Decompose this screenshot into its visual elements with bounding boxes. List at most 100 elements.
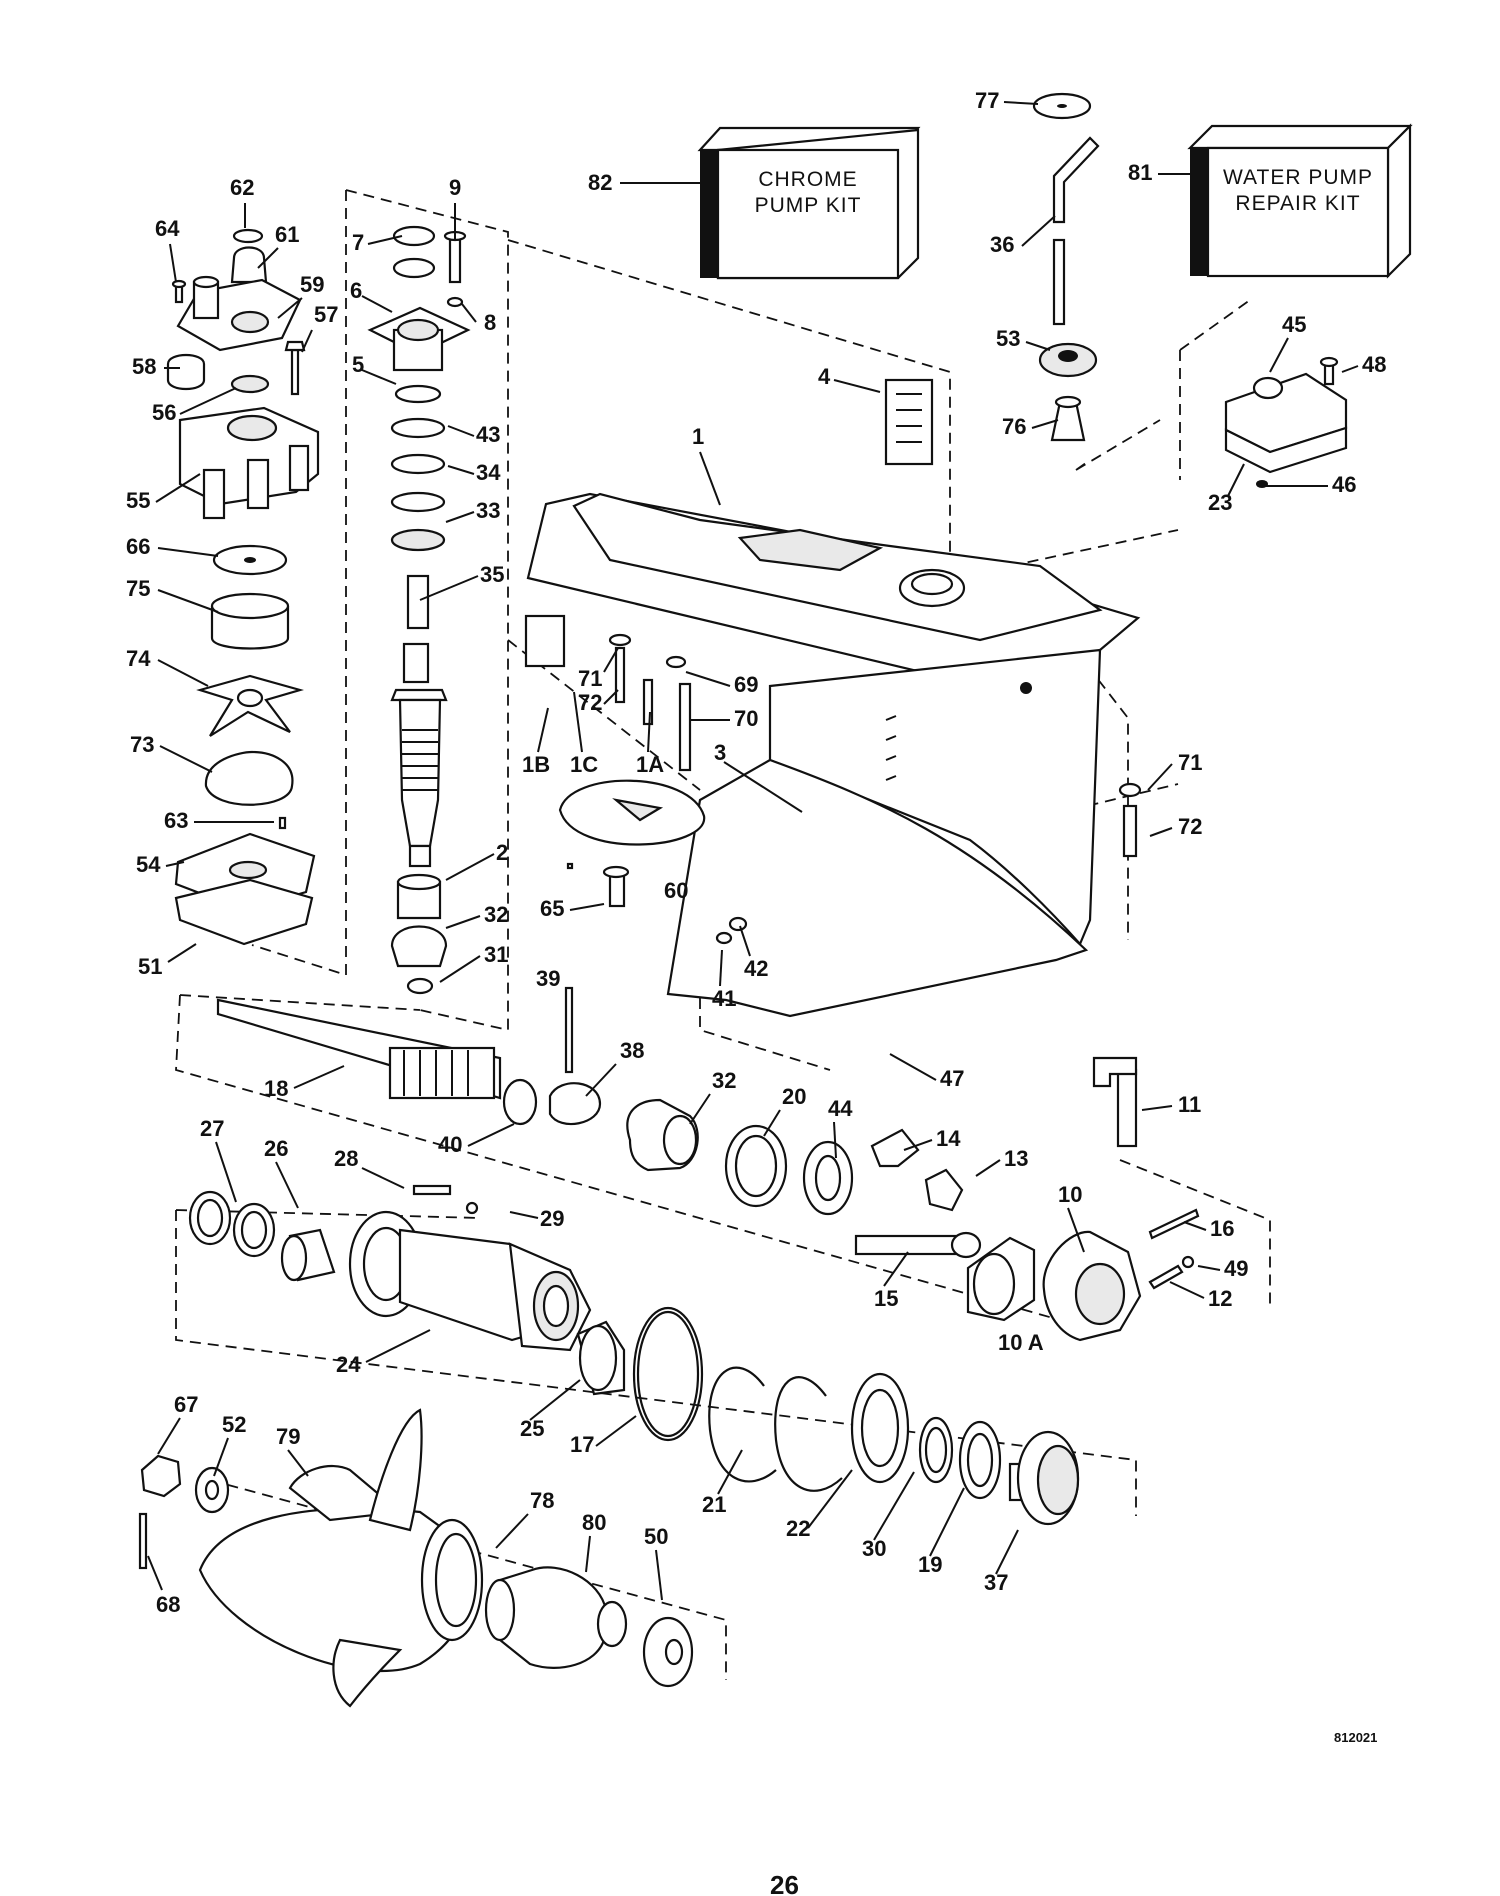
- leader-c13: [975, 1159, 1001, 1177]
- leader-c2: [445, 853, 495, 881]
- callout-c53: 53: [996, 326, 1020, 351]
- callout-c47: 47: [940, 1066, 964, 1091]
- leader-c65: [569, 903, 605, 911]
- leader-c1A: [647, 711, 651, 753]
- callout-c72b: 72: [1178, 814, 1202, 839]
- leader-c22: [807, 1469, 853, 1529]
- water-kit-line2: REPAIR KIT: [1235, 192, 1360, 215]
- leader-c7: [367, 235, 403, 245]
- callout-c62: 62: [230, 175, 254, 200]
- left-pump-parts: [166, 228, 320, 946]
- callout-c27: 27: [200, 1116, 224, 1141]
- leader-c44: [833, 1121, 837, 1159]
- leader-c38: [585, 1063, 617, 1097]
- page-number: 26: [770, 1870, 799, 1896]
- leader-c36: [1021, 215, 1056, 247]
- leader-c74: [157, 659, 209, 687]
- callout-c42: 42: [744, 956, 768, 981]
- chrome-kit-line1: CHROME: [758, 168, 857, 191]
- callout-c81: 81: [1128, 160, 1152, 185]
- leader-c11: [1141, 1105, 1173, 1111]
- callout-c64: 64: [155, 216, 180, 241]
- leader-c52: [213, 1437, 229, 1477]
- leader-c55: [155, 473, 201, 503]
- gearcase-housing: [524, 378, 1142, 1018]
- callout-c52: 52: [222, 1412, 246, 1437]
- leader-c71a: [603, 647, 619, 673]
- callout-c30: 30: [862, 1536, 886, 1561]
- leader-c78: [495, 1513, 529, 1549]
- callout-c36: 36: [990, 232, 1014, 257]
- callout-c57: 57: [314, 302, 338, 327]
- pump-housing-right: [1224, 356, 1348, 488]
- callout-c12: 12: [1208, 1286, 1232, 1311]
- leader-c3: [723, 761, 803, 813]
- callout-c34: 34: [476, 460, 501, 485]
- leader-c16: [1183, 1221, 1207, 1231]
- callout-c32a: 32: [484, 902, 508, 927]
- leader-c12: [1169, 1281, 1205, 1299]
- callout-c60: 60: [664, 878, 688, 903]
- callout-c68: 68: [156, 1592, 180, 1617]
- callout-c39: 39: [536, 966, 560, 991]
- leader-c56: [179, 387, 237, 415]
- callout-c22: 22: [786, 1516, 810, 1541]
- callout-c61: 61: [275, 222, 299, 247]
- callout-c58: 58: [132, 354, 156, 379]
- leader-c47: [889, 1053, 937, 1081]
- propeller-group: [138, 1408, 694, 1708]
- callout-c54: 54: [136, 852, 161, 877]
- callout-c76: 76: [1002, 414, 1026, 439]
- callout-c48: 48: [1362, 352, 1386, 377]
- callout-c44: 44: [828, 1096, 853, 1121]
- callout-c55: 55: [126, 488, 150, 513]
- leader-c48: [1341, 365, 1359, 373]
- chrome-pump-kit-box: CHROME PUMP KIT: [697, 126, 921, 280]
- callout-c71b: 71: [1178, 750, 1202, 775]
- callout-c78: 78: [530, 1488, 554, 1513]
- leader-c49: [1197, 1265, 1221, 1271]
- callout-c67: 67: [174, 1392, 198, 1417]
- callout-c6: 6: [350, 278, 362, 303]
- callout-c40: 40: [438, 1132, 462, 1157]
- leader-c21: [717, 1449, 743, 1495]
- leader-c77: [1003, 101, 1039, 105]
- leader-c33: [445, 511, 475, 523]
- leader-c18: [293, 1065, 345, 1089]
- leader-c1B: [537, 707, 549, 753]
- leader-c26: [275, 1161, 299, 1209]
- leader-c64: [169, 243, 177, 283]
- callout-c16: 16: [1210, 1216, 1234, 1241]
- callout-c19: 19: [918, 1552, 942, 1577]
- leader-c27: [215, 1141, 237, 1203]
- callout-c49: 49: [1224, 1256, 1248, 1281]
- callout-c15: 15: [874, 1286, 898, 1311]
- leader-c28: [361, 1167, 405, 1189]
- leader-c75: [157, 589, 219, 613]
- callout-c71a: 71: [578, 666, 602, 691]
- leader-c43: [447, 425, 475, 437]
- leader-c42: [739, 925, 751, 957]
- drive-shaft-column: [367, 225, 471, 995]
- callout-c5: 5: [352, 352, 364, 377]
- water-tube-assembly: [1032, 92, 1100, 442]
- bearing-housing-assembly: [188, 1184, 1080, 1526]
- trim-tab-anode: [558, 779, 748, 945]
- callout-c37: 37: [984, 1570, 1008, 1595]
- callout-c32b: 32: [712, 1068, 736, 1093]
- callout-c69: 69: [734, 672, 758, 697]
- leader-c17: [595, 1415, 637, 1447]
- callout-c1A: 1A: [636, 752, 664, 777]
- callout-c82: 82: [588, 170, 612, 195]
- callout-c70: 70: [734, 706, 758, 731]
- callout-c4: 4: [818, 364, 831, 389]
- leader-c80: [585, 1535, 591, 1573]
- leader-c32b: [689, 1093, 711, 1125]
- leader-c6: [361, 295, 393, 313]
- callout-c50: 50: [644, 1524, 668, 1549]
- leader-c50: [655, 1549, 663, 1601]
- callout-c17: 17: [570, 1432, 594, 1457]
- callout-c20: 20: [782, 1084, 806, 1109]
- callout-c9: 9: [449, 175, 461, 200]
